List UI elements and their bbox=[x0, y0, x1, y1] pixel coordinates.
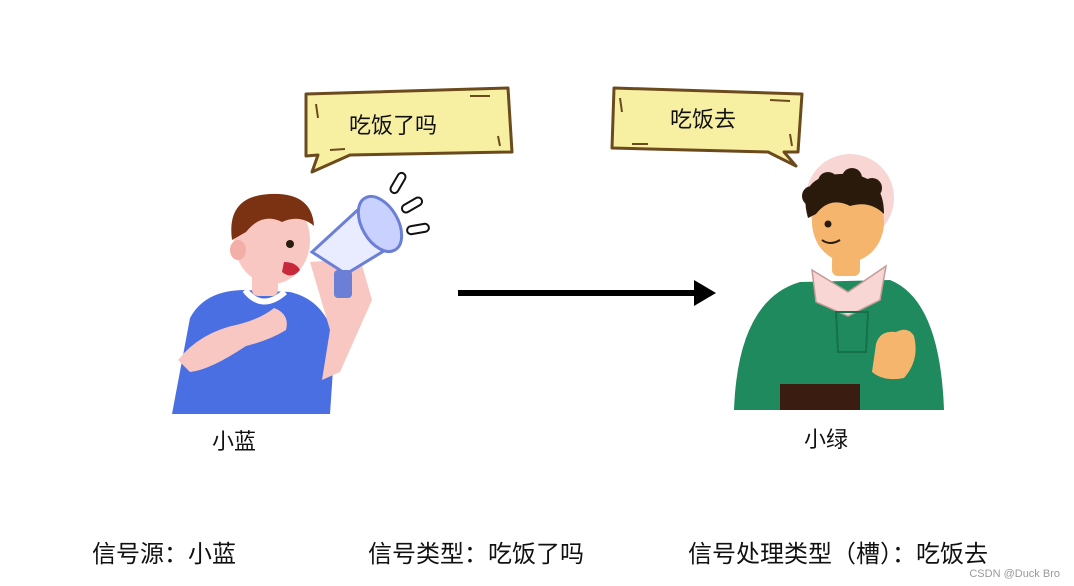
signal-type-caption: 信号类型：吃饭了吗 bbox=[368, 540, 584, 568]
sender-name-label: 小蓝 bbox=[212, 430, 257, 455]
sender-character bbox=[172, 171, 430, 414]
receiver-speech-text: 吃饭去 bbox=[670, 108, 737, 133]
receiver-name-label: 小绿 bbox=[804, 428, 849, 453]
sender-shirt bbox=[172, 290, 335, 414]
signal-arrow bbox=[458, 280, 716, 306]
receiver-character bbox=[734, 154, 944, 410]
sender-speech-bubble bbox=[304, 86, 514, 174]
watermark: CSDN @Duck Bro bbox=[969, 568, 1060, 580]
receiver-speech-bubble bbox=[610, 86, 804, 168]
slot-caption: 信号处理类型（槽）：吃饭去 bbox=[688, 540, 988, 568]
sender-hair bbox=[231, 193, 314, 240]
signal-source-caption: 信号源：小蓝 bbox=[92, 540, 236, 568]
sender-speech-text: 吃饭了吗 bbox=[349, 114, 438, 139]
